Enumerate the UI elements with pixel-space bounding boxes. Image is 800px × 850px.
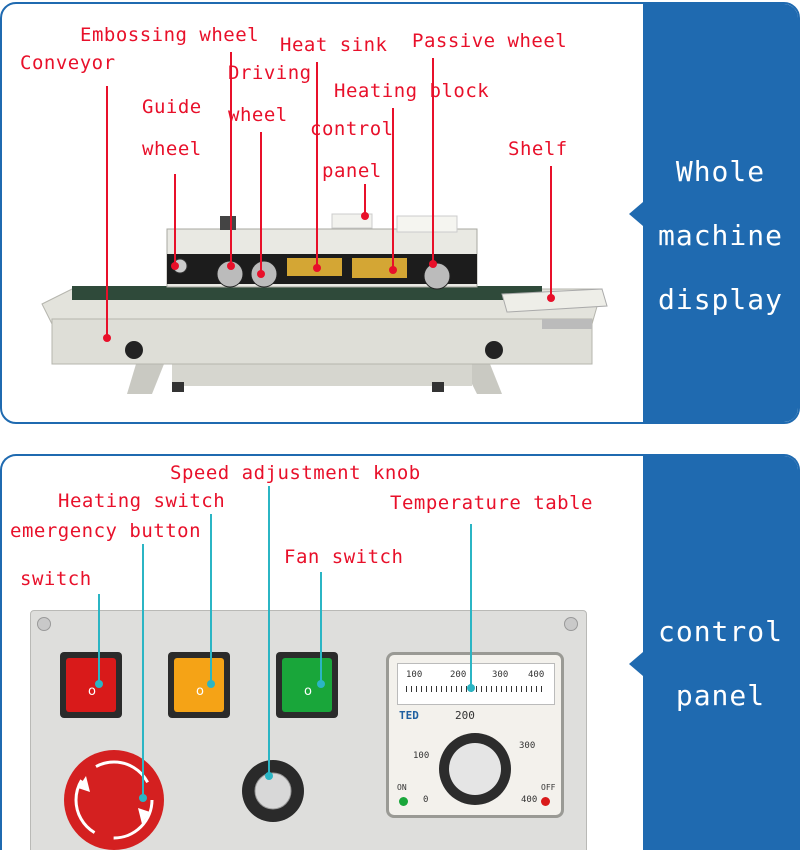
embossing-wheel-pointer-dot [227,262,235,270]
label-heat-sink: Heat sink [280,34,388,56]
switch-pointer-line [98,594,100,684]
heating-block-pointer-line [392,108,394,270]
gauge-brand: TED [399,709,419,722]
label-embossing-wheel: Embossing wheel [80,24,260,46]
off-indicator-light [541,797,550,806]
control-panel-section: control panel o o o 100 200 300 400 T [0,454,800,850]
fan-switch-pointer-line [320,572,322,684]
driving-wheel-pointer-line [260,132,262,274]
label-passive-wheel: Passive wheel [412,30,568,52]
conveyor-pointer-dot [103,334,111,342]
temperature-dial[interactable] [435,729,515,809]
temperature-table-pointer-dot [467,684,475,692]
emergency-button-pointer-dot [139,794,147,802]
dial-label-0: 0 [423,795,429,805]
screw-icon [37,617,51,631]
on-indicator-light [399,797,408,806]
label-fan-switch: Fan switch [284,546,404,568]
heating-switch[interactable]: o [174,658,224,712]
gauge-off-label: OFF [541,783,556,792]
switch-fan-housing: o [276,652,338,718]
side-title-line3: display [657,283,783,316]
fan-switch-pointer-dot [317,680,325,688]
conveyor-knob-right [485,341,503,359]
label-control-panel-line2: panel [322,160,382,182]
heating-switch-pointer-dot [207,680,215,688]
switch-heating-housing: o [168,652,230,718]
machine-display-panel: Whole machine display [0,2,800,424]
label-driving-wheel-line2: wheel [228,104,288,126]
embossing-wheel-pointer-line [230,52,232,266]
conveyor-pointer-line [106,86,108,338]
conveyor-front [51,318,593,365]
speed-knob-pointer-line [268,486,270,776]
power-switch[interactable]: o [66,658,116,712]
shelf-shape [501,288,608,313]
side-title-control: control [657,615,783,648]
conveyor-knob-left [125,341,143,359]
switch-power-housing: o [60,652,122,718]
scale-tick-300: 300 [492,670,509,680]
passive-wheel-shape [423,262,451,290]
label-guide-wheel-line1: Guide [142,96,202,118]
scale-tick-400: 400 [528,670,545,680]
label-heating-switch: Heating switch [58,490,226,512]
label-driving-wheel-line1: Driving [228,62,312,84]
speed-adjustment-knob[interactable] [240,758,306,824]
label-control-panel-line1: control [310,118,394,140]
shelf-pointer-line [550,166,552,296]
dial-label-300: 300 [519,741,536,751]
label-conveyor: Conveyor [20,52,116,74]
switch-pointer-dot [95,680,103,688]
side-banner-top: Whole machine display [629,4,798,422]
passive-wheel-pointer-dot [429,260,437,268]
side-title-line2: machine [657,219,783,252]
guide-wheel-pointer-line [174,174,176,266]
label-shelf: Shelf [508,138,568,160]
conveyor-belt [72,286,542,300]
control-panel-pointer-dot [361,212,369,220]
gauge-on-label: ON [397,783,407,792]
label-heating-block: Heating block [334,80,490,102]
scale-tick-200: 200 [450,670,467,680]
heating-block-pointer-dot [389,266,397,274]
temperature-scale: 100 200 300 400 [397,663,555,705]
shelf-pointer-dot [547,294,555,302]
screw-icon [564,617,578,631]
heating-switch-pointer-line [210,514,212,684]
label-guide-wheel-line2: wheel [142,138,202,160]
speed-knob-pointer-dot [265,772,273,780]
temperature-table: 100 200 300 400 TED 200 100 300 0 400 ON… [386,652,564,818]
label-switch: switch [20,568,92,590]
sealing-machine-illustration [41,213,608,394]
guide-wheel-pointer-dot [171,262,179,270]
control-panel-pointer-line [364,184,366,216]
emergency-button-pointer-line [142,544,144,798]
dial-label-100: 100 [413,751,430,761]
scale-tick-100: 100 [406,670,423,680]
heating-block-shape [352,258,407,278]
side-title-panel: panel [675,679,766,712]
gauge-model: 200 [455,709,475,722]
dial-label-400: 400 [521,795,538,805]
driving-wheel-pointer-dot [257,270,265,278]
side-banner-bottom: control panel [629,456,798,850]
label-speed-adjustment-knob: Speed adjustment knob [170,462,421,484]
emergency-button[interactable] [58,748,170,850]
passive-wheel-pointer-line [432,58,434,264]
machine-base [172,364,472,386]
temperature-table-pointer-line [470,524,472,688]
heat-sink-pointer-line [316,62,318,268]
heat-sink-pointer-dot [313,264,321,272]
side-title-line1: Whole [675,155,766,188]
label-temperature-table: Temperature table [390,492,593,514]
label-emergency-button: emergency button [10,520,202,542]
